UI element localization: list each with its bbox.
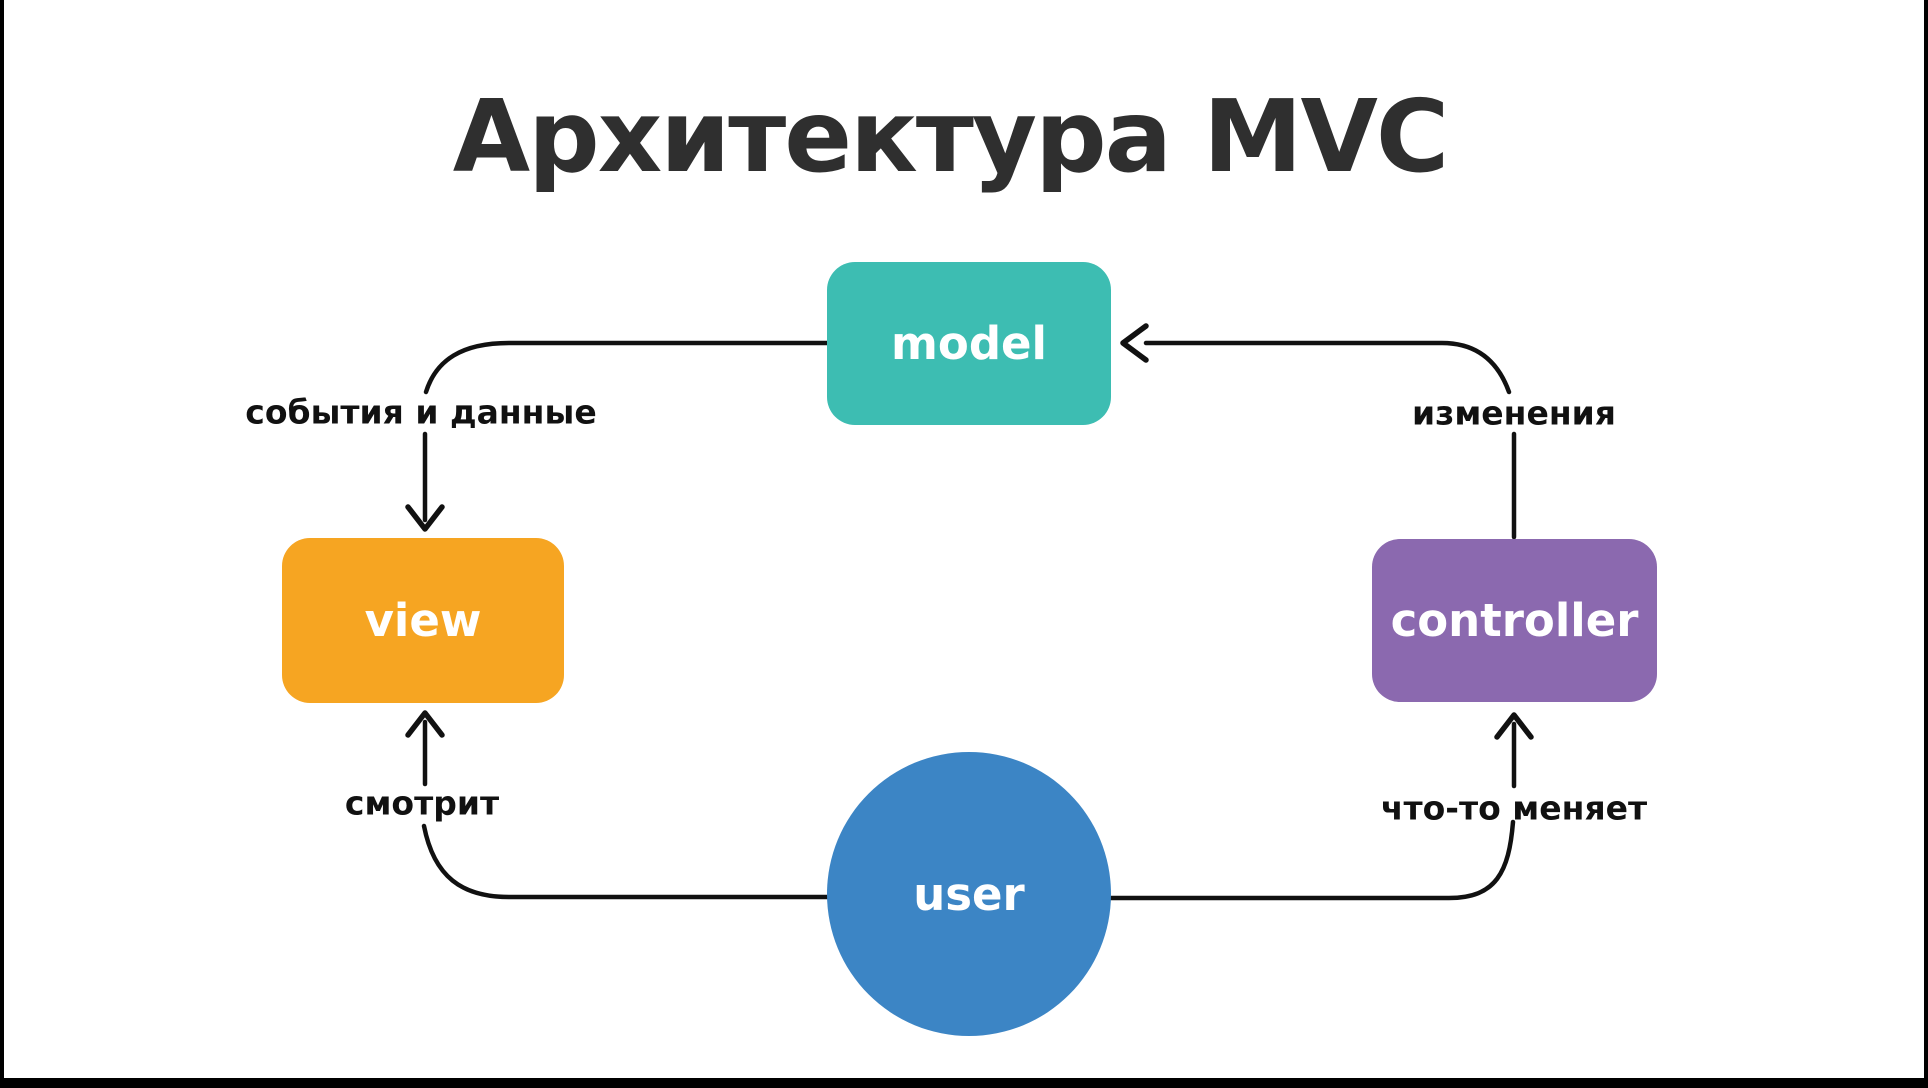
node-controller-label: controller bbox=[1390, 594, 1639, 647]
edge-label-changes-something: что-то меняет bbox=[1380, 788, 1648, 828]
node-model: model bbox=[827, 262, 1111, 425]
edge-label-changes: изменения bbox=[1412, 393, 1616, 433]
diagram-title: Архитектура MVC bbox=[452, 78, 1450, 195]
node-view-label: view bbox=[364, 594, 482, 647]
node-user: user bbox=[827, 752, 1111, 1036]
node-user-label: user bbox=[913, 867, 1025, 921]
edge-label-events-and-data: события и данные bbox=[245, 392, 597, 432]
edge-label-watches: смотрит bbox=[344, 783, 500, 823]
node-model-label: model bbox=[891, 317, 1047, 370]
edge-user-to-view-arrowhead bbox=[405, 710, 445, 738]
edge-user-to-controller-arrowhead bbox=[1494, 712, 1534, 740]
edge-controller-to-model-arrowhead bbox=[1120, 323, 1149, 363]
edge-user-to-controller-line bbox=[1108, 819, 1516, 901]
node-controller: controller bbox=[1372, 539, 1657, 702]
edge-controller-to-model-line bbox=[1143, 340, 1512, 395]
edge-model-to-view-arrowhead bbox=[405, 504, 445, 532]
edge-user-to-view-line bbox=[421, 823, 830, 900]
edge-model-to-view-line bbox=[423, 340, 830, 395]
node-view: view bbox=[282, 538, 564, 703]
